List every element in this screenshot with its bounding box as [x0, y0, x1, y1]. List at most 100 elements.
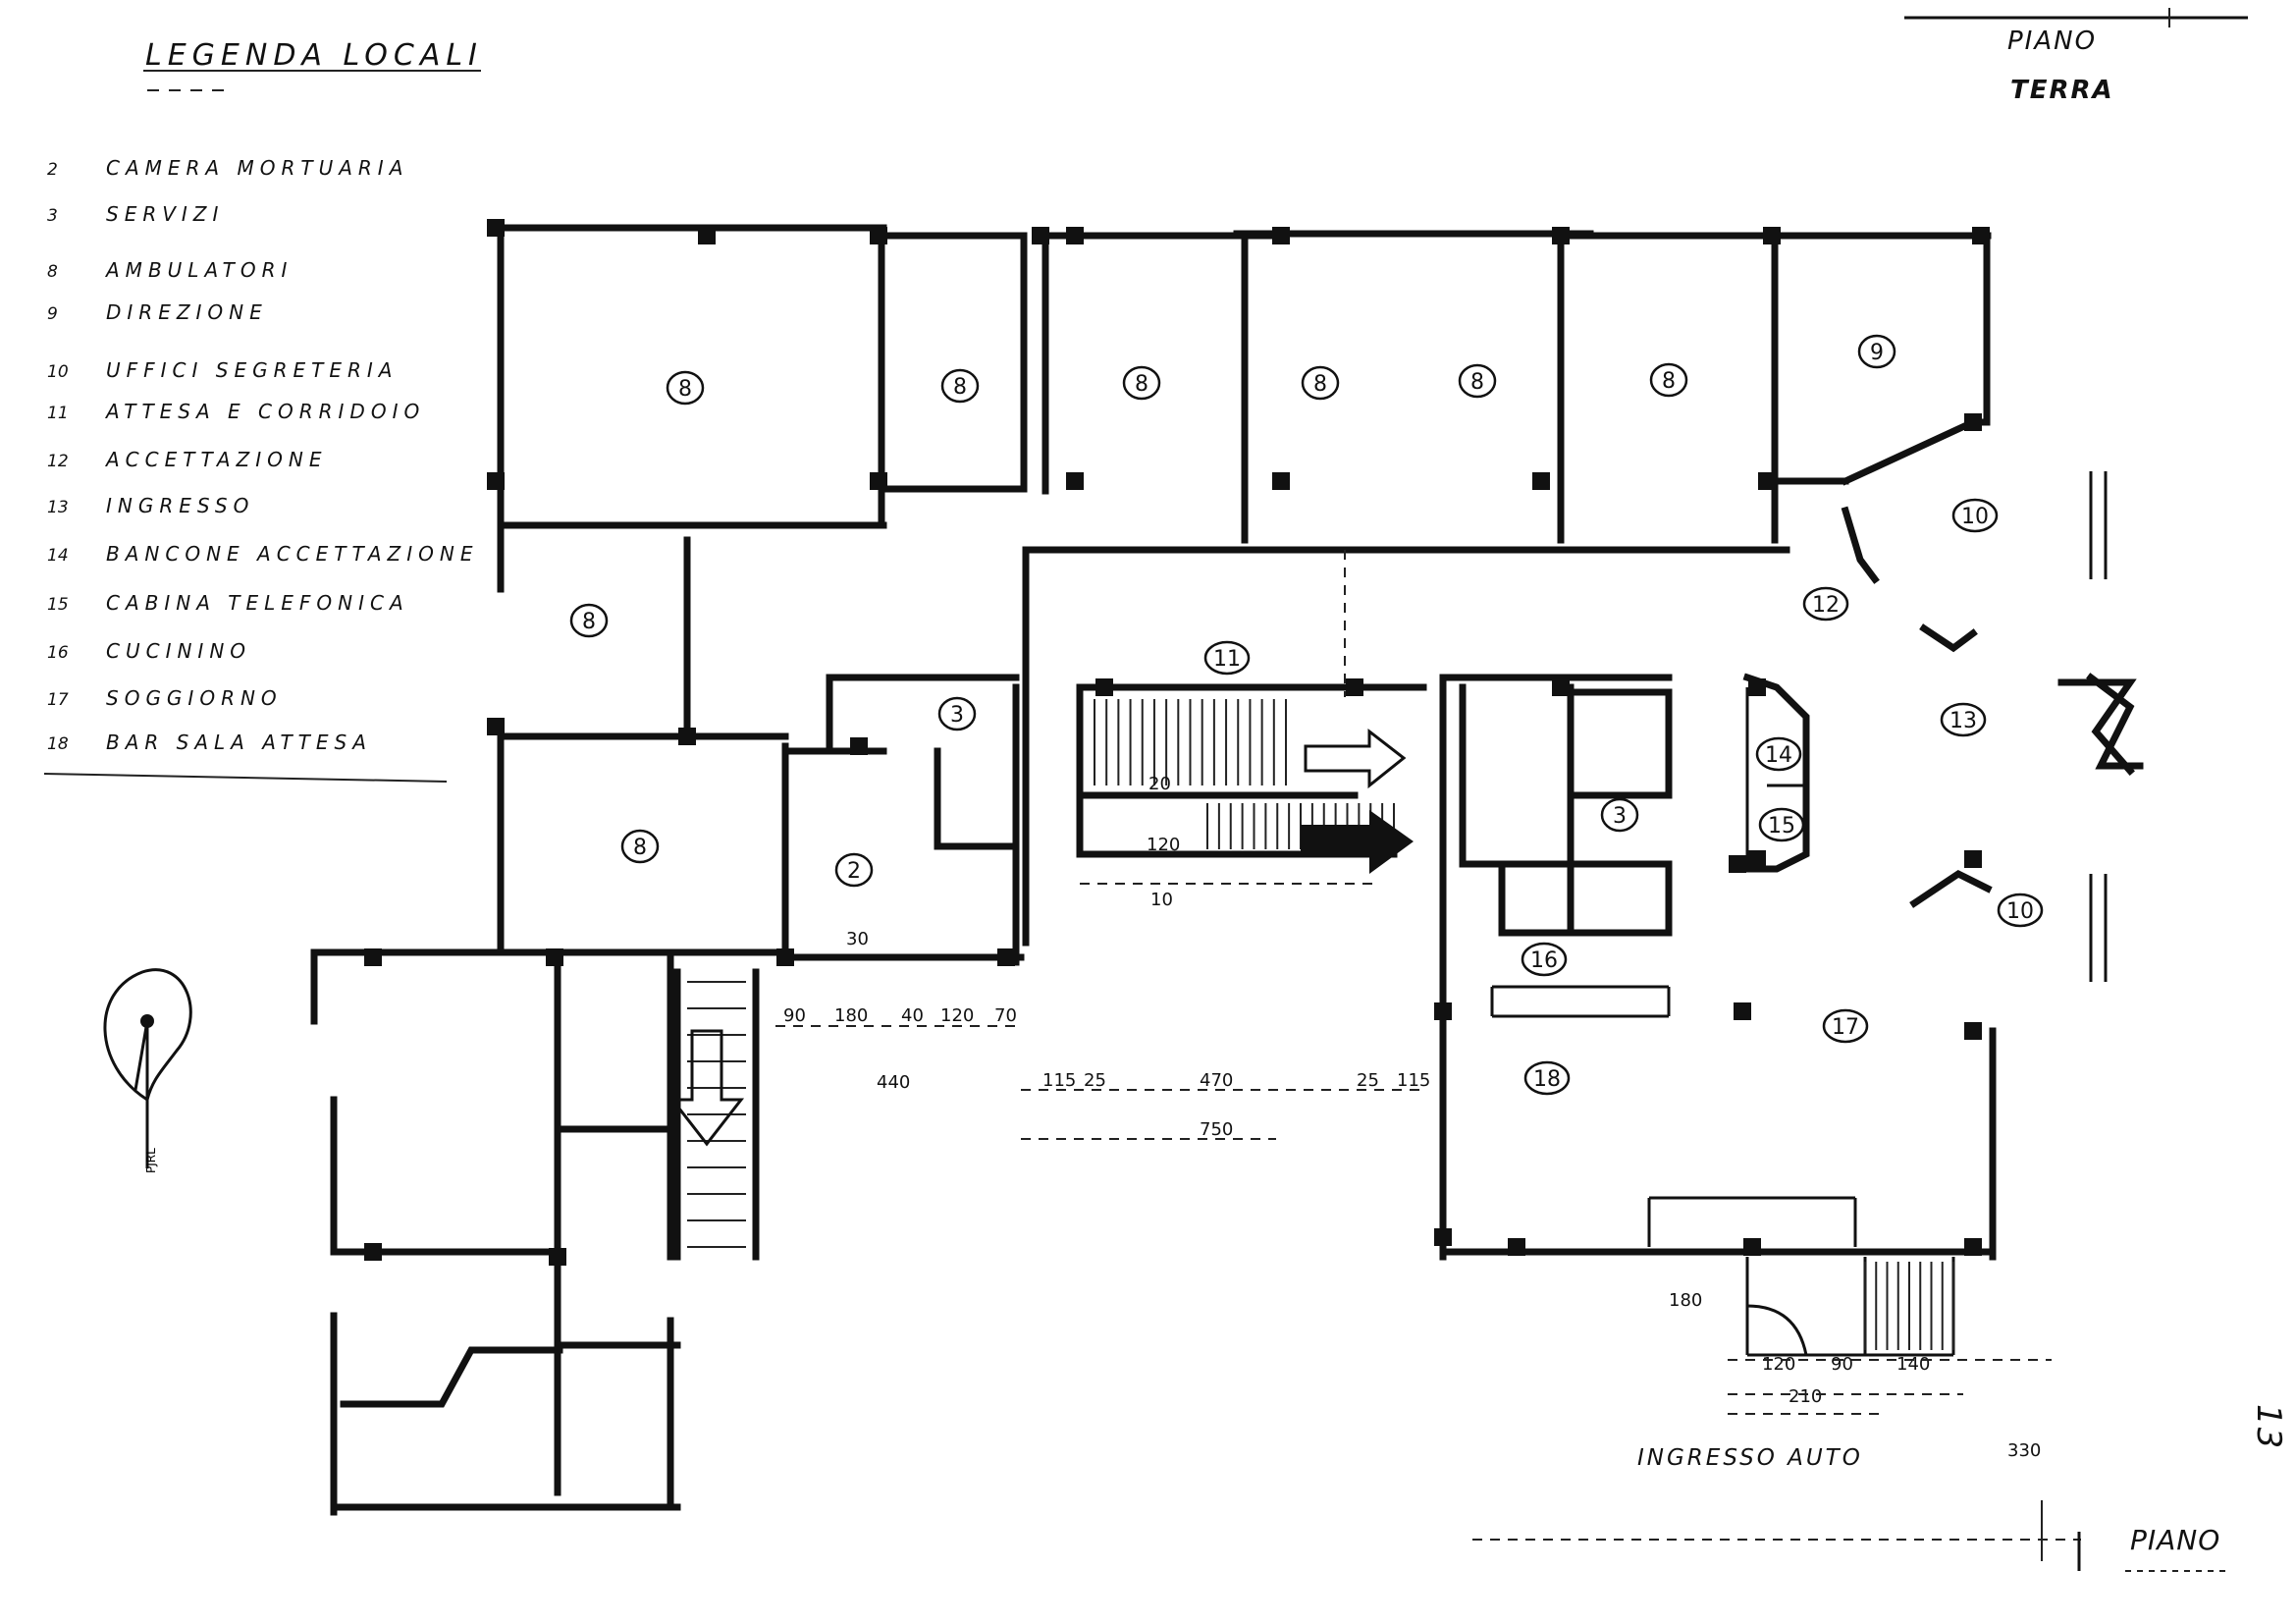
room-label-r3a: 3 [937, 696, 977, 731]
pillar [1729, 855, 1746, 873]
room-number: 8 [1662, 369, 1676, 394]
legend-item-label: SOGGIORNO [106, 686, 283, 710]
room-label-r13: 13 [1940, 702, 1987, 737]
dimension-label: 25 [1084, 1070, 1106, 1091]
room-label-circle [937, 696, 977, 731]
legend-item-number: 16 [47, 643, 69, 663]
pillar [870, 227, 887, 244]
pillar [1272, 227, 1290, 244]
pillar [776, 948, 794, 966]
legend-item-number: 13 [47, 498, 69, 517]
dimension-label: 30 [846, 929, 869, 949]
pillar [364, 1243, 382, 1261]
room-label-r16: 16 [1521, 942, 1568, 977]
pillar [546, 948, 563, 966]
dimension-lines [775, 550, 2052, 1415]
room-label-circle [1521, 942, 1568, 977]
pillar [1272, 472, 1290, 490]
room-number: 16 [1530, 948, 1558, 973]
room-number: 10 [2006, 899, 2034, 924]
pillar [997, 948, 1015, 966]
room-number: 9 [1870, 341, 1884, 365]
pillar [487, 718, 505, 735]
room-label-circle [1203, 640, 1251, 676]
dimension-label: 180 [1669, 1290, 1702, 1311]
room-label-r3b: 3 [1600, 797, 1639, 833]
dimension-label: 70 [994, 1005, 1017, 1026]
room-label-r10a: 10 [1951, 498, 1999, 533]
pillar [1066, 472, 1084, 490]
legend-item-label: INGRESSO [106, 494, 254, 517]
legend-item-number: 9 [47, 304, 58, 324]
room-label-circle [1755, 736, 1802, 772]
arrows [668, 728, 1414, 1147]
pillar [1748, 850, 1766, 868]
pillar [1032, 227, 1049, 244]
pillar [678, 728, 696, 745]
pillar [1434, 1228, 1452, 1246]
room-number: 17 [1832, 1015, 1859, 1040]
room-label-circle [1122, 365, 1161, 401]
room-label-r12: 12 [1802, 586, 1849, 622]
dimension-label: 180 [834, 1005, 868, 1026]
room-label-r17: 17 [1822, 1008, 1869, 1044]
pillar [1743, 1238, 1761, 1256]
room-label-circle [620, 829, 660, 864]
dimension-label: 90 [1831, 1354, 1853, 1375]
dimension-label: 330 [2007, 1440, 2041, 1461]
room-label-circle [1822, 1008, 1869, 1044]
room-label-circle [1758, 807, 1805, 842]
pillar [1964, 850, 1982, 868]
pillar [1552, 678, 1570, 696]
pillars [364, 219, 1990, 1266]
pillar [1748, 678, 1766, 696]
room-label-circle [1940, 702, 1987, 737]
dimension-label: 115 [1042, 1070, 1076, 1091]
legend-item-number: 3 [47, 206, 58, 226]
dimension-label: 120 [940, 1005, 974, 1026]
ramp-arrow [668, 1029, 745, 1147]
pillar [487, 219, 505, 237]
dimension-label: 25 [1357, 1070, 1379, 1091]
pillar [1552, 227, 1570, 244]
logo: PJRL [103, 968, 192, 1173]
dimension-label: 10 [1150, 890, 1173, 910]
pillar [1346, 678, 1363, 696]
room-label-r8e: 8 [1458, 363, 1497, 399]
legend-item-number: 15 [47, 595, 69, 615]
room-label-circle [940, 368, 980, 404]
dimension-label: 140 [1896, 1354, 1930, 1375]
legend-item-number: 17 [47, 690, 69, 710]
legend-item-label: SERVIZI [106, 202, 224, 226]
floor-note-bottom: PIANO [1472, 1500, 2228, 1572]
pillar [1066, 227, 1084, 244]
legend-item-label: CAMERA MORTUARIA [106, 156, 408, 180]
room-label-circle [1301, 365, 1340, 401]
pillar [1532, 472, 1550, 490]
pillar [1763, 227, 1781, 244]
legend-rule [43, 773, 448, 783]
legend-title: LEGENDA LOCALI [145, 38, 483, 73]
room-label-r9: 9 [1857, 334, 1896, 369]
legend-item-label: CABINA TELEFONICA [106, 591, 409, 615]
room-number: 8 [678, 377, 692, 402]
room-number: 13 [1949, 709, 1977, 733]
legend-item-label: DIREZIONE [106, 300, 268, 324]
legend-item-number: 2 [47, 160, 58, 180]
room-number: 12 [1812, 593, 1840, 618]
pillar [850, 737, 868, 755]
dimension-label: 20 [1148, 774, 1171, 794]
floor-note-top-line1: PIANO [2007, 27, 2097, 56]
room-label-r18: 18 [1523, 1060, 1571, 1096]
pillar [1972, 227, 1990, 244]
legend-item-label: AMBULATORI [104, 258, 293, 282]
legend-item-number: 18 [47, 734, 69, 754]
dimension-label: 40 [901, 1005, 924, 1026]
pillar [1095, 678, 1113, 696]
page-number: 13 [2249, 1404, 2288, 1450]
room-number: 8 [1135, 372, 1148, 397]
room-number: 18 [1533, 1067, 1561, 1092]
pillar [870, 472, 887, 490]
